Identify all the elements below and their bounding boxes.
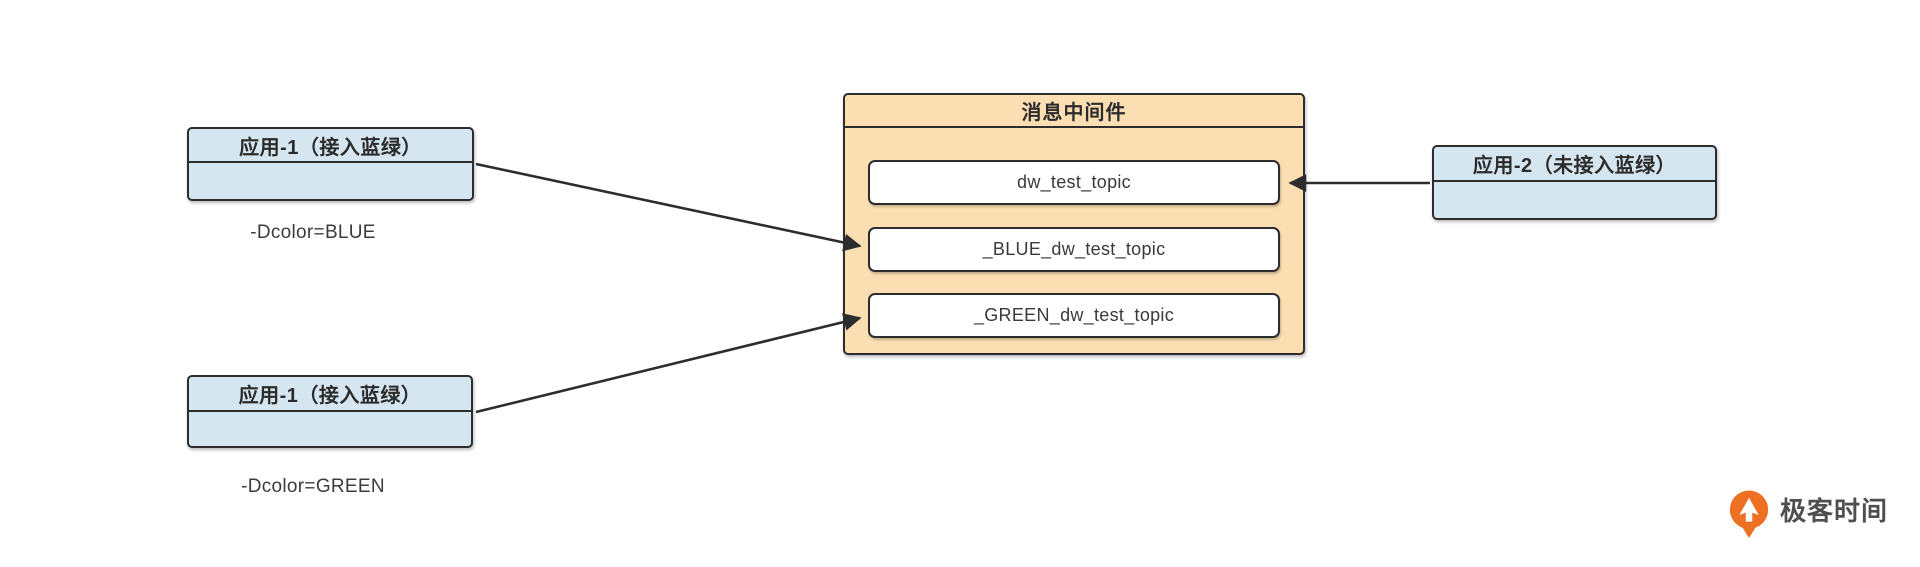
geektime-logo: 极客时间 [1726,489,1888,539]
node-app1-green-title: 应用-1（接入蓝绿） [189,377,471,412]
node-app2-title: 应用-2（未接入蓝绿） [1434,147,1715,182]
edge-app1blue-to-blue-topic [475,162,862,252]
node-middleware-title: 消息中间件 [845,95,1303,128]
node-middleware: 消息中间件 dw_test_topic _BLUE_dw_test_topic … [843,93,1305,355]
node-app2: 应用-2（未接入蓝绿） [1432,145,1717,220]
node-app1-blue-body [189,163,472,199]
edge-app1green-to-green-topic [475,313,862,414]
topic-green-dw-test-topic: _GREEN_dw_test_topic [868,293,1280,338]
geektime-logo-icon [1729,490,1769,538]
topic-blue-dw-test-topic: _BLUE_dw_test_topic [868,227,1280,272]
label-dcolor-green: -Dcolor=GREEN [241,476,385,497]
node-app2-body [1434,182,1715,218]
node-app1-blue-title: 应用-1（接入蓝绿） [189,129,472,163]
geektime-logo-text: 极客时间 [1780,496,1889,526]
node-app1-blue: 应用-1（接入蓝绿） [187,127,474,201]
node-app1-green: 应用-1（接入蓝绿） [187,375,473,448]
label-dcolor-blue: -Dcolor=BLUE [250,222,376,243]
node-app1-green-body [189,412,471,446]
topic-dw-test-topic: dw_test_topic [868,160,1280,205]
